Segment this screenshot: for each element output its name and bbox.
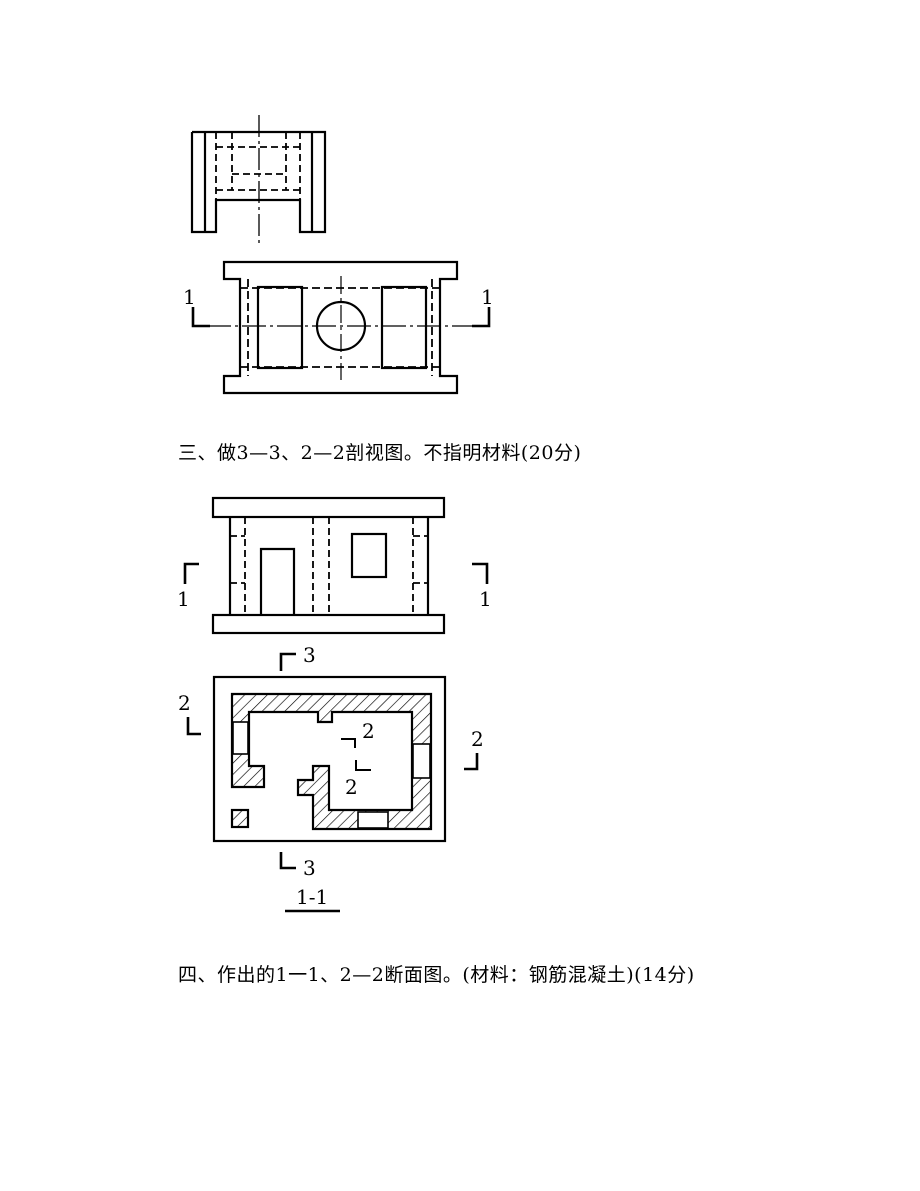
plan-section-left-label: 2 (178, 691, 191, 715)
plan-section-top-label: 3 (303, 643, 316, 667)
inner-section-lower-label: 2 (345, 775, 358, 799)
section-plan-1-1 (186, 652, 479, 913)
side-view (190, 115, 327, 243)
plan-section-bottom-label: 3 (303, 856, 316, 880)
plan-view-1 (191, 260, 491, 395)
plan-section-right-label: 2 (471, 727, 484, 751)
question-3-text: 三、做3—3、2—2剖视图。不指明材料(20分) (178, 442, 582, 464)
plan-caption: 1-1 (296, 885, 329, 909)
elev-section-right-label: 1 (479, 587, 492, 611)
inner-section-upper-label: 2 (362, 719, 375, 743)
section-1-left-label: 1 (183, 285, 196, 309)
elevation-view (183, 496, 489, 635)
question-4-text: 四、作出的1一1、2—2断面图。(材料：钢筋混凝土)(14分) (178, 964, 695, 986)
elev-section-left-label: 1 (177, 587, 190, 611)
section-1-right-label: 1 (481, 285, 494, 309)
